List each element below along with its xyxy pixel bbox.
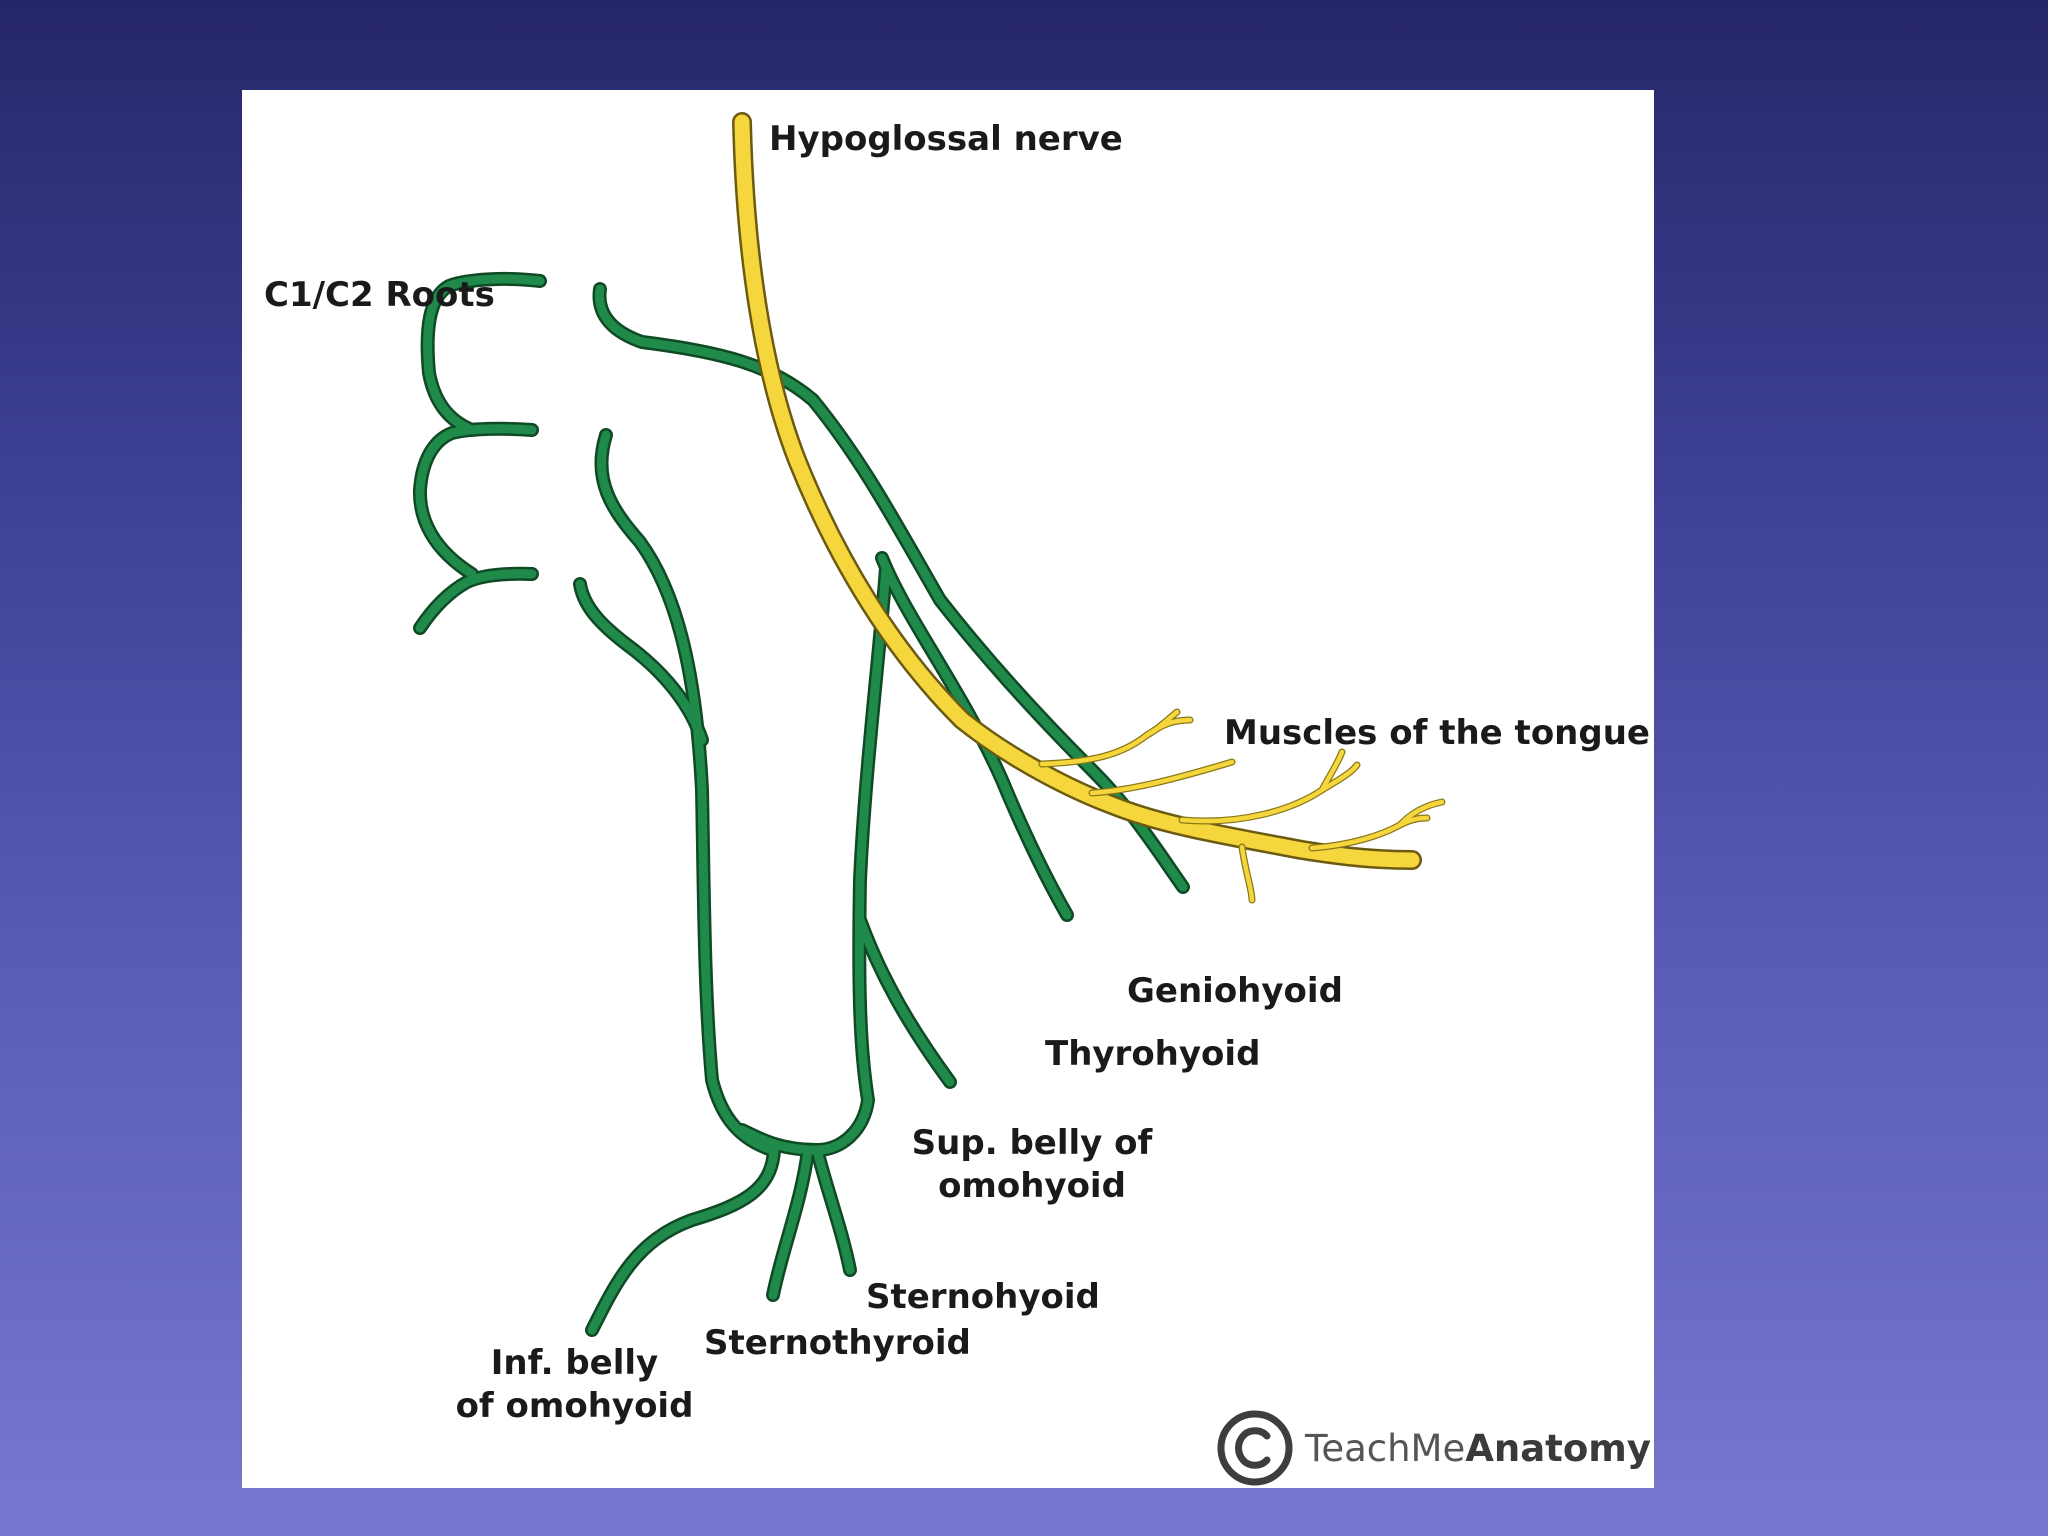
ansa-cervicalis-diagram	[412, 112, 1446, 1337]
ansa-cervicalis-nerves	[412, 271, 1190, 1337]
label-c1-c2-roots: C1/C2 Roots	[264, 275, 495, 315]
label-geniohyoid: Geniohyoid	[1127, 971, 1343, 1011]
hypoglossal-nerve	[732, 112, 1446, 904]
label-inf-belly-omohyoid: Inf. belly of omohyoid	[442, 1342, 707, 1427]
label-inf-belly-line1: Inf. belly	[490, 1343, 659, 1383]
watermark: TeachMeAnatomy info	[1217, 1408, 1654, 1488]
copyright-icon	[1217, 1410, 1293, 1486]
label-sup-belly-omohyoid: Sup. belly of omohyoid	[892, 1122, 1172, 1207]
watermark-suffix: info	[1653, 1450, 1654, 1464]
watermark-brand: TeachMeAnatomy	[1305, 1427, 1651, 1470]
label-inf-belly-line2: of omohyoid	[455, 1385, 694, 1426]
label-sup-belly-line2: omohyoid	[938, 1165, 1126, 1206]
label-sternohyoid: Sternohyoid	[866, 1277, 1100, 1317]
watermark-brand-light: TeachMe	[1305, 1426, 1466, 1470]
watermark-brand-bold: Anatomy	[1465, 1426, 1651, 1470]
label-sup-belly-line1: Sup. belly of	[911, 1123, 1153, 1163]
label-thyrohyoid: Thyrohyoid	[1045, 1034, 1261, 1074]
label-muscles-of-tongue: Muscles of the tongue	[1224, 713, 1650, 753]
label-hypoglossal-nerve: Hypoglossal nerve	[769, 119, 1123, 159]
diagram-panel: Hypoglossal nerve C1/C2 Roots Muscles of…	[242, 90, 1654, 1488]
label-sternothyroid: Sternothyroid	[704, 1323, 971, 1363]
